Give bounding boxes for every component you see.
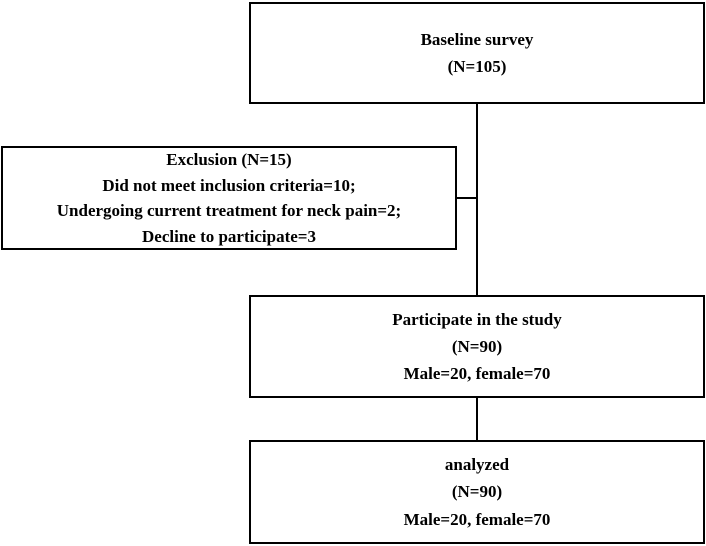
participate-count: (N=90) [451, 336, 503, 356]
analyzed-sex-breakdown: Male=20, female=70 [403, 509, 551, 529]
analyzed-box: analyzed (N=90) Male=20, female=70 [249, 440, 705, 544]
exclusion-reason: Undergoing current treatment for neck pa… [56, 201, 402, 220]
exclusion-reason: Did not meet inclusion criteria=10; [102, 175, 356, 195]
analyzed-title: analyzed [444, 455, 510, 475]
flow-connector-vertical-top [476, 104, 478, 295]
flow-connector-exclusion [457, 197, 477, 199]
flow-connector-vertical-bottom [476, 398, 478, 440]
analyzed-count: (N=90) [451, 482, 503, 502]
exclusion-reason: Decline to participate=3 [142, 226, 316, 246]
baseline-survey-count: (N=105) [447, 57, 507, 76]
participate-sex-breakdown: Male=20, female=70 [403, 364, 551, 384]
baseline-survey-box: Baseline survey (N=105) [249, 2, 705, 104]
exclusion-title: Exclusion (N=15) [166, 150, 292, 169]
exclusion-box: Exclusion (N=15) Did not meet inclusion … [1, 146, 457, 250]
participate-title: Participate in the study [392, 309, 562, 329]
baseline-survey-title: Baseline survey [420, 29, 534, 49]
participate-box: Participate in the study (N=90) Male=20,… [249, 295, 705, 398]
